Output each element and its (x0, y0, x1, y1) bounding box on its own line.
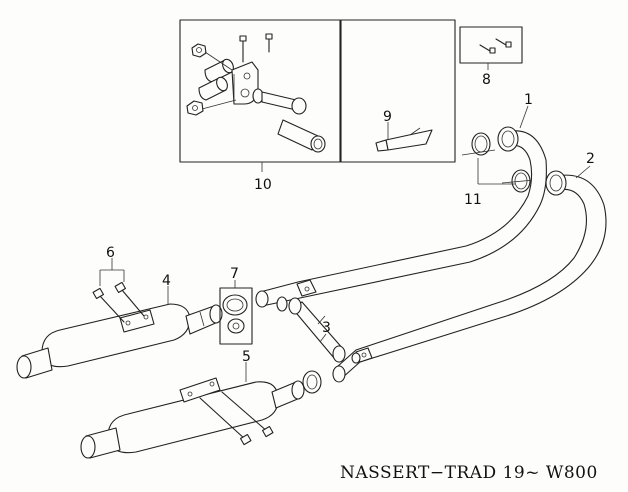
callout-6: 6 (106, 245, 115, 261)
callout-3: 3 (322, 320, 331, 336)
gaskets-11 (461, 132, 535, 193)
diagram-code: NASSERT−TRAD 19~ W800 (340, 463, 598, 483)
muffler-5 (80, 362, 322, 459)
callout-8: 8 (482, 72, 491, 88)
callout-9: 9 (383, 109, 392, 125)
exhaust-pipe-1 (255, 126, 547, 308)
callout-11: 11 (464, 192, 482, 208)
clamp-7 (219, 280, 253, 345)
part-8-box (459, 26, 523, 70)
bolts-6 (92, 258, 145, 323)
part-10-box (179, 19, 341, 172)
callout-7: 7 (230, 266, 239, 282)
callout-10: 10 (254, 177, 272, 193)
callout-1: 1 (524, 92, 533, 108)
muffler-4 (16, 286, 223, 379)
part-9-box (340, 19, 456, 163)
connecting-pipe-3 (276, 296, 361, 364)
callout-2: 2 (586, 151, 595, 167)
callout-5: 5 (242, 349, 251, 365)
screws-8 (479, 38, 512, 54)
sealant-tube-9 (375, 122, 433, 152)
callout-4: 4 (162, 273, 171, 289)
bracket-hardware-10 (186, 33, 326, 153)
